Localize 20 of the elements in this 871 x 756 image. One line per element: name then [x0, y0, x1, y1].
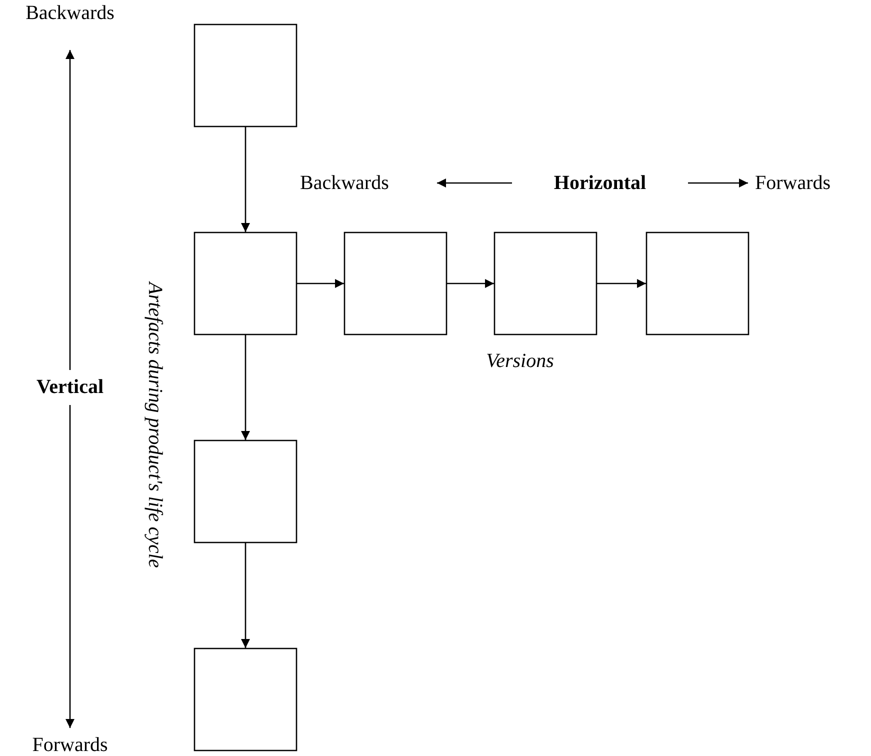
- square-box: [344, 232, 447, 335]
- direction-label: Backwards: [26, 2, 114, 24]
- arrow: [241, 127, 250, 232]
- axis-label: Horizontal: [554, 172, 646, 194]
- square-box: [194, 648, 297, 751]
- arrow: [297, 279, 344, 288]
- arrow: [241, 543, 250, 648]
- direction-label: Forwards: [755, 172, 831, 194]
- square-box: [194, 440, 297, 543]
- arrow: [597, 279, 646, 288]
- axis-label: Versions: [486, 350, 554, 372]
- direction-label: Backwards: [300, 172, 389, 194]
- arrow: [241, 335, 250, 440]
- square-box: [646, 232, 749, 335]
- square-box: [494, 232, 597, 335]
- arrow: [447, 279, 494, 288]
- axis-label: Artefacts during product's life cycle: [144, 282, 166, 568]
- square-box: [194, 232, 297, 335]
- square-box: [194, 24, 297, 127]
- direction-label: Forwards: [32, 734, 108, 756]
